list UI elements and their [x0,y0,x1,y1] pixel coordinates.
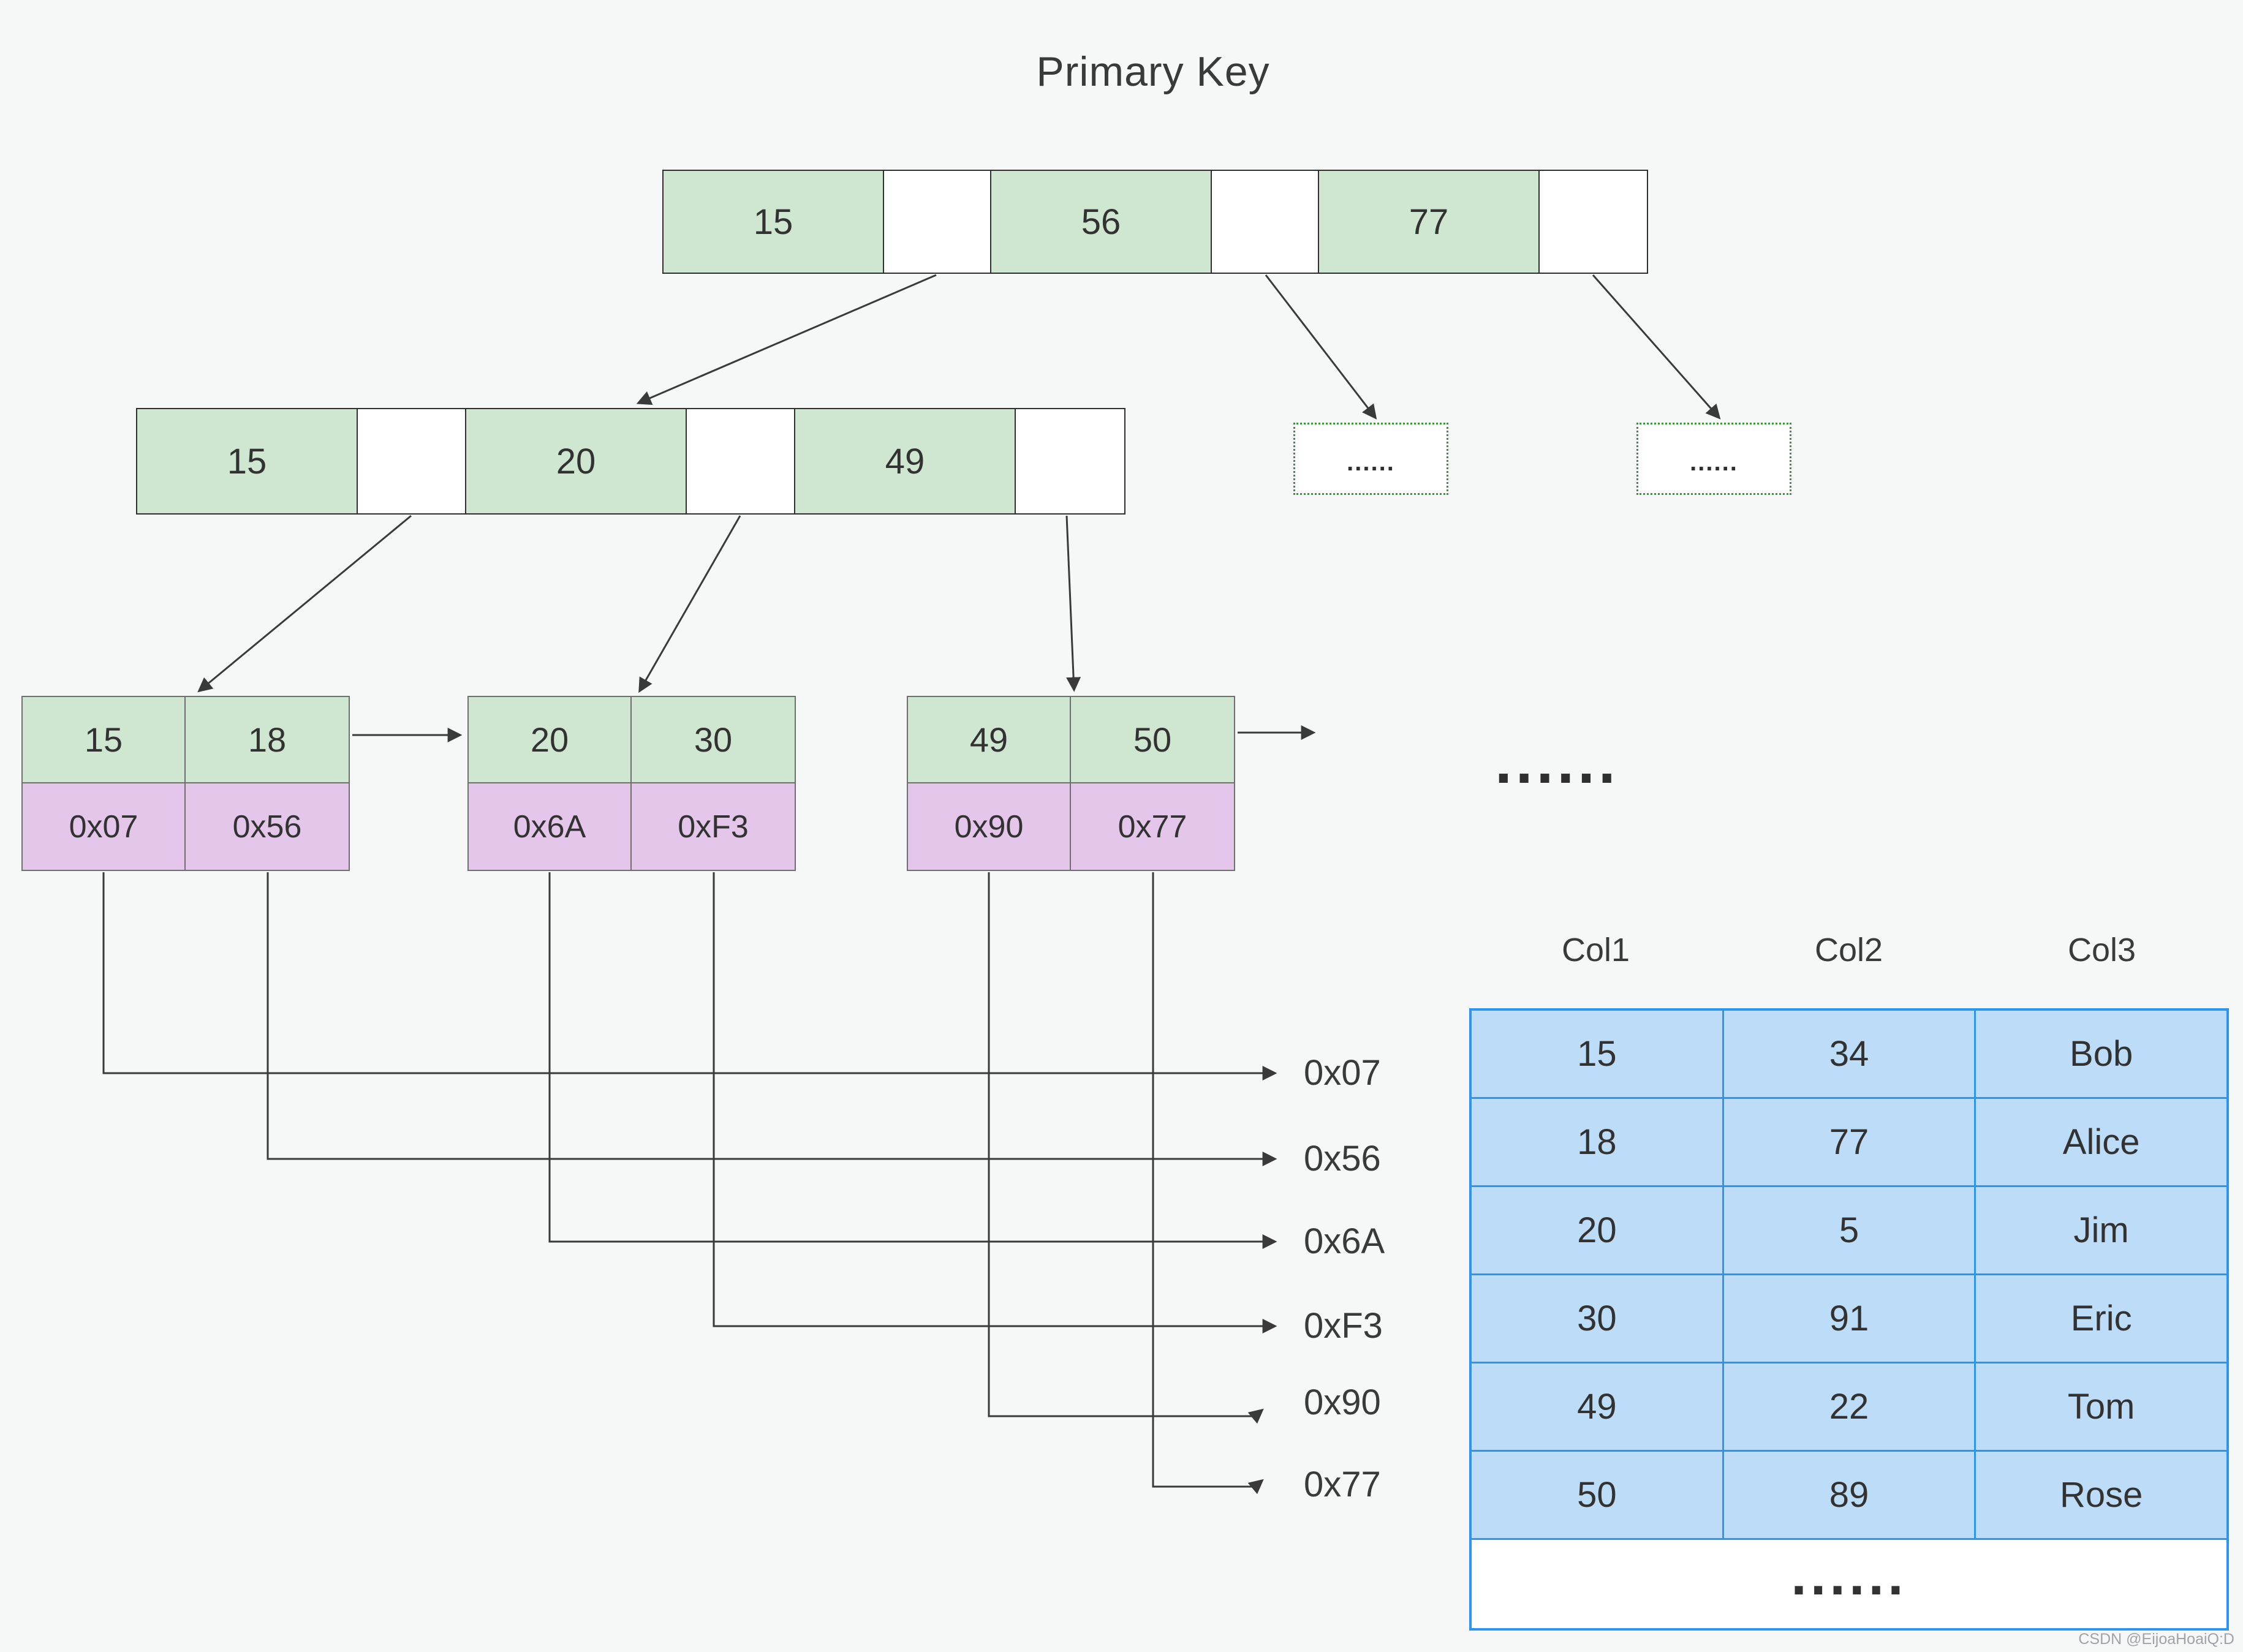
leaf-node-1: 15 18 0x07 0x56 [21,696,350,871]
table-cell: 89 [1723,1452,1975,1538]
internal-key-cell: 20 [466,409,687,513]
leaf-address-cell: 0x07 [23,783,186,870]
arrow-root-to-dotted-box-1 [1265,274,1377,420]
table-cell: 20 [1472,1187,1722,1273]
leaf-key-cell: 20 [469,697,632,783]
dotted-placeholder-box: ...... [1293,423,1448,495]
elbow-0x56 [267,872,1277,1166]
root-key-cell: 77 [1319,171,1540,273]
table-cell: Eric [1976,1275,2226,1362]
address-label-0x6A: 0x6A [1304,1221,1385,1261]
internal-pointer-cell [358,409,466,513]
table-cell: 5 [1723,1187,1975,1273]
leaf-key-cell: 50 [1071,697,1234,783]
root-pointer-cell [1540,171,1647,273]
elbow-0x77 [1152,872,1264,1495]
table-cell: 50 [1472,1452,1722,1538]
leaf-key-cell: 15 [23,697,186,783]
table-cell: 91 [1723,1275,1975,1362]
elbow-0x90 [988,872,1264,1424]
address-label-0x07: 0x07 [1304,1053,1381,1093]
table-cell: Tom [1976,1363,2226,1450]
leaf-address-cell: 0x77 [1071,783,1234,870]
leaf-address-cell: 0x90 [908,783,1071,870]
leaf-chain-ellipsis: ...... [1495,728,1619,796]
leaf-node-2: 20 30 0x6A 0xF3 [467,696,796,871]
root-pointer-cell [1212,171,1319,273]
column-header: Col2 [1814,932,1883,968]
elbow-0x6A [548,872,1277,1249]
root-pointer-cell [884,171,991,273]
watermark: CSDN @EijoaHoaiQ:D [2078,1631,2234,1648]
table-cell: Bob [1976,1011,2226,1097]
table-cell: 15 [1472,1011,1722,1097]
table-ellipsis-row: ...... [1472,1540,2226,1628]
column-header: Col1 [1561,932,1630,968]
table-cell: 77 [1723,1099,1975,1185]
table-cell: 22 [1723,1363,1975,1450]
internal-pointer-cell [1016,409,1124,513]
table-cell: 34 [1723,1011,1975,1097]
data-table: 15 34 Bob 18 77 Alice 20 5 Jim 30 91 Eri… [1469,1008,2229,1631]
ellipsis-text: ...... [1690,448,1738,476]
ellipsis-text: ...... [1347,448,1395,476]
address-label-0x56: 0x56 [1304,1139,1381,1179]
leaf-address-cell: 0xF3 [632,783,795,870]
address-label-0x90: 0x90 [1304,1382,1381,1422]
elbow-0xF3 [713,872,1277,1333]
internal-node: 15 20 49 [136,408,1125,515]
arrow-internal-to-leaf-2 [638,515,741,693]
internal-key-cell: 49 [795,409,1016,513]
leaf-node-3: 49 50 0x90 0x77 [907,696,1235,871]
diagram-title: Primary Key [1036,48,1270,95]
arrow-root-to-internal [636,274,937,405]
elbow-0x07 [102,872,1277,1081]
arrow-root-to-dotted-box-2 [1592,274,1721,420]
leaf-address-cell: 0x6A [469,783,632,870]
leaf-address-cell: 0x56 [186,783,349,870]
ellipsis-text: ...... [1791,1544,1907,1607]
leaf-key-cell: 49 [908,697,1071,783]
table-column-headers: Col1 Col2 Col3 [1469,931,2229,969]
arrow-internal-to-leaf-1 [197,515,412,693]
leaf-key-cell: 18 [186,697,349,783]
column-header: Col3 [2067,932,2136,968]
internal-pointer-cell [687,409,795,513]
dotted-placeholder-box: ...... [1636,423,1791,495]
internal-key-cell: 15 [137,409,358,513]
table-cell: 18 [1472,1099,1722,1185]
address-label-0xF3: 0xF3 [1304,1306,1383,1346]
root-key-cell: 56 [991,171,1212,273]
root-key-cell: 15 [664,171,884,273]
arrow-internal-to-leaf-3 [1065,515,1081,692]
leaf-key-cell: 30 [632,697,795,783]
table-cell: Rose [1976,1452,2226,1538]
address-label-0x77: 0x77 [1304,1465,1381,1504]
table-cell: 30 [1472,1275,1722,1362]
table-cell: 49 [1472,1363,1722,1450]
table-cell: Alice [1976,1099,2226,1185]
root-node: 15 56 77 [662,170,1648,274]
table-cell: Jim [1976,1187,2226,1273]
